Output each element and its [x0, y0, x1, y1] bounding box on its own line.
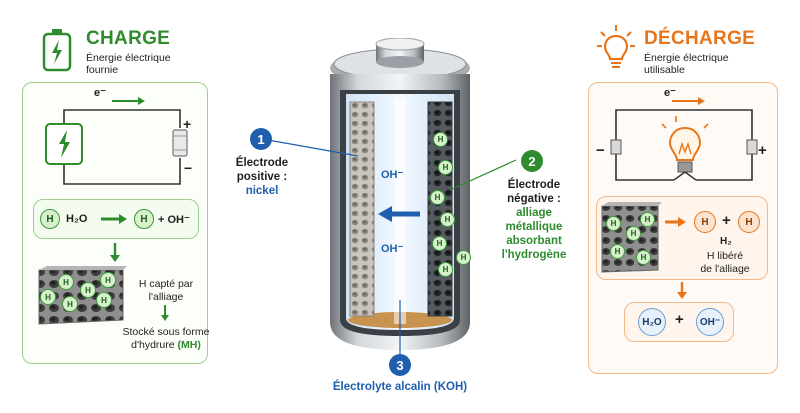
- hydrogen-atom: H: [626, 226, 641, 241]
- hydrogen-atom: H: [640, 212, 655, 227]
- hydrogen-atom: H: [80, 282, 96, 298]
- battery-icon: [42, 29, 72, 72]
- hydroxide-label: + OH⁻: [158, 214, 190, 226]
- water-molecule: H₂O: [638, 308, 666, 336]
- released-label: H libéré de l'alliage: [700, 250, 750, 275]
- charge-title: CHARGE: [86, 28, 171, 49]
- hydrogen-atom: H: [606, 216, 621, 231]
- hydrogen-atom: H: [440, 212, 455, 227]
- lightbulb-icon: [597, 25, 635, 68]
- hydrogen-molecule-label: H₂: [720, 236, 732, 247]
- hydrogen-atom: H: [40, 209, 60, 229]
- hydrogen-atom: H: [636, 250, 651, 265]
- charge-circuit: [45, 97, 188, 185]
- discharge-subtitle: Énergie électrique utilisable: [644, 52, 729, 76]
- reaction-arrow-icon: [101, 214, 127, 224]
- hydrogen-atom: H: [134, 209, 154, 229]
- hydrogen-atom: H: [438, 262, 453, 277]
- hydrogen-atom: H: [58, 274, 74, 290]
- hydrogen-atom: H: [438, 160, 453, 175]
- hydrogen-atom: H: [96, 292, 112, 308]
- hydrogen-atom: H: [456, 250, 471, 265]
- down-arrow-icon: [677, 282, 687, 299]
- hydroxide-ion-top: OH⁻: [381, 169, 404, 181]
- charge-plus-terminal: +: [183, 116, 192, 132]
- down-arrow-icon: [110, 243, 120, 262]
- discharge-minus-terminal: −: [596, 142, 605, 159]
- charge-electron-label: e⁻: [94, 87, 106, 99]
- hydrogen-atom: H: [430, 190, 445, 205]
- negative-electrode-label: Électrode négative : alliage métallique …: [501, 179, 567, 261]
- discharge-circuit: [610, 97, 758, 181]
- hydroxide-ion-bottom: OH⁻: [381, 243, 404, 255]
- callout-number-3: 3: [389, 354, 411, 376]
- release-arrow-icon: [665, 217, 686, 227]
- water-molecule-label: H₂O: [66, 213, 88, 225]
- charge-minus-terminal: −: [184, 160, 193, 176]
- hydrogen-atom: H: [432, 236, 447, 251]
- electrolyte-label: Électrolyte alcalin (KOH): [332, 381, 468, 393]
- hydrogen-atom: H: [433, 132, 448, 147]
- callout-number-1: 1: [250, 128, 272, 150]
- positive-electrode-label: Électrode positive : nickel: [235, 157, 289, 197]
- hydrogen-atom: H: [100, 272, 116, 288]
- charge-subtitle: Énergie électrique fournie: [86, 52, 171, 76]
- hydrogen-atom: H: [610, 244, 625, 259]
- plus-sign: +: [675, 311, 684, 328]
- discharge-electron-label: e⁻: [664, 87, 676, 99]
- hydroxide-ion: OH⁻: [696, 308, 724, 336]
- hydrogen-atom: H: [738, 211, 760, 233]
- down-arrow-icon: [161, 305, 169, 321]
- hydrogen-atom: H: [40, 289, 56, 305]
- captured-label: H capté par l'alliage: [138, 278, 194, 303]
- hydrogen-atom: H: [694, 211, 716, 233]
- plus-sign: +: [722, 212, 731, 229]
- callout-number-2: 2: [521, 150, 543, 172]
- hydrogen-atom: H: [62, 296, 78, 312]
- discharge-title: DÉCHARGE: [644, 28, 756, 49]
- stored-label: Stocké sous forme d'hydrure (MH): [122, 326, 210, 351]
- discharge-plus-terminal: +: [758, 142, 767, 159]
